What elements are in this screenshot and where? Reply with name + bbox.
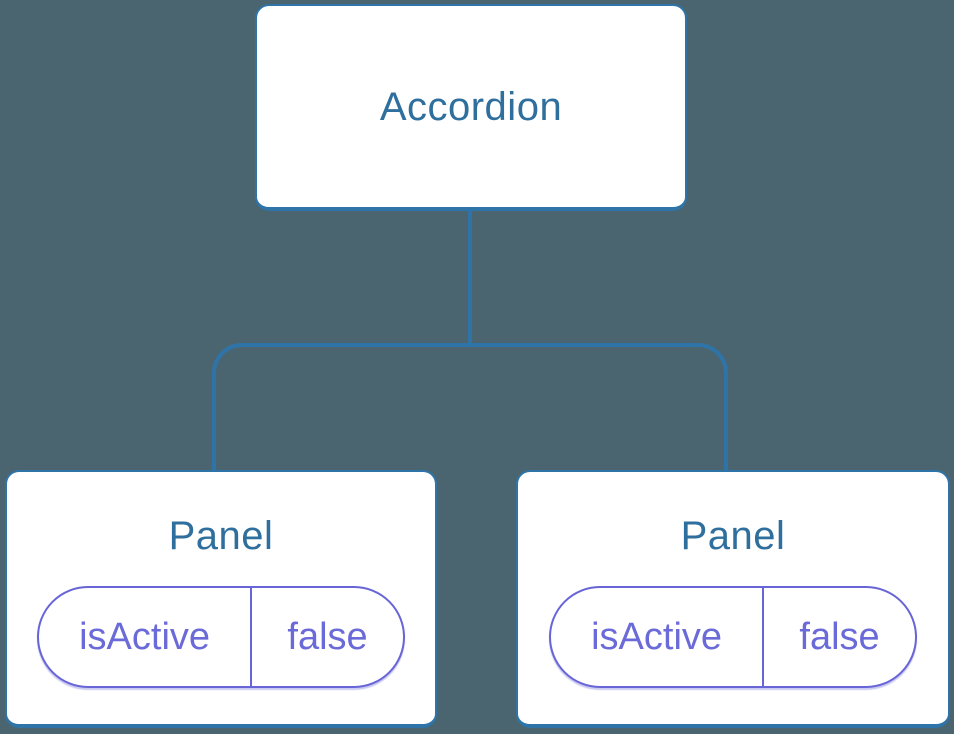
- state-pill-left: isActive false: [37, 586, 405, 688]
- state-pill-right: isActive false: [549, 586, 917, 688]
- connector-bracket: [212, 343, 728, 470]
- accordion-node: Accordion: [255, 4, 687, 211]
- panel-node-right: Panel isActive false: [516, 470, 950, 728]
- state-value-label: false: [762, 588, 915, 686]
- panel-node-right-label: Panel: [680, 514, 786, 558]
- panel-node-left: Panel isActive false: [5, 470, 437, 728]
- state-value-label: false: [250, 588, 403, 686]
- panel-node-left-label: Panel: [168, 514, 274, 558]
- state-key-label: isActive: [591, 616, 723, 658]
- connector-stem: [468, 209, 472, 347]
- state-key-label: isActive: [79, 616, 211, 658]
- accordion-node-label: Accordion: [379, 84, 563, 129]
